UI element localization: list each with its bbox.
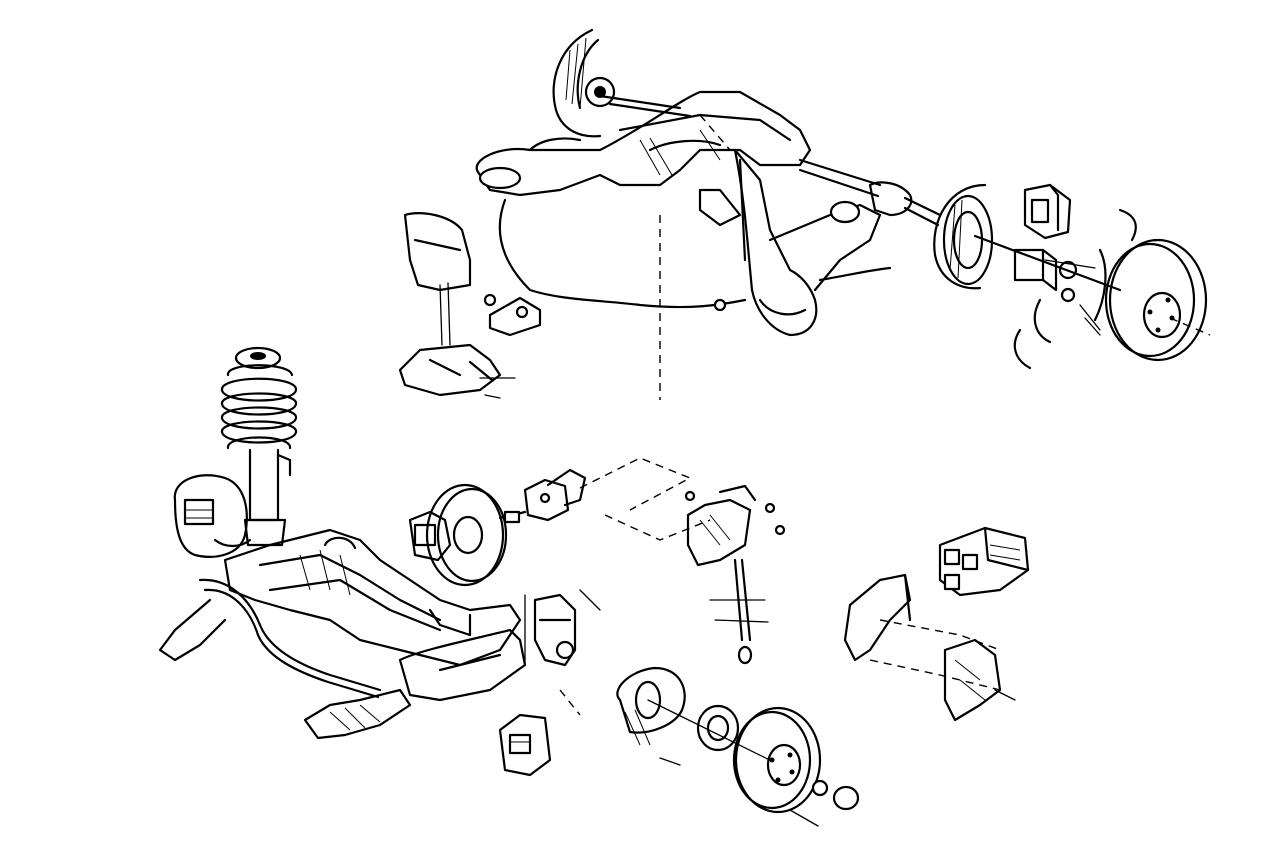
front-subframe bbox=[223, 528, 522, 667]
booster-guide-line bbox=[579, 457, 692, 511]
brake-booster-assembly bbox=[408, 457, 711, 587]
abs-lower-bracket bbox=[943, 638, 1016, 722]
parking-brake-lever-bracket bbox=[403, 212, 472, 346]
rear-crossmember bbox=[475, 90, 812, 227]
booster-bracket bbox=[523, 468, 587, 522]
abs-modulator bbox=[938, 526, 1030, 597]
rear-axle-shaft bbox=[798, 158, 942, 227]
rear-lower-control-arm bbox=[699, 114, 882, 337]
rear-parking-brake-shoes bbox=[1013, 208, 1137, 370]
master-cylinder bbox=[408, 510, 452, 562]
rear-suspension-assembly bbox=[398, 28, 1211, 400]
front-strut-spring bbox=[220, 346, 298, 547]
front-brake-caliper bbox=[498, 713, 552, 777]
rear-left-backing-plate bbox=[552, 28, 616, 138]
front-dust-shield bbox=[616, 666, 686, 746]
front-splash-shield bbox=[303, 688, 412, 740]
rear-hub-bearing bbox=[973, 234, 1122, 303]
rear-brake-caliper bbox=[1023, 183, 1072, 240]
rear-brake-rotor bbox=[1104, 238, 1211, 362]
booster-pushrod bbox=[498, 510, 527, 524]
brake-booster bbox=[425, 483, 508, 587]
front-left-brake-assembly bbox=[173, 474, 252, 558]
stabilizer-bar bbox=[158, 578, 382, 699]
front-brake-rotor bbox=[732, 706, 822, 814]
front-hub-nut-cap bbox=[659, 757, 860, 827]
booster-guide-line-2 bbox=[604, 514, 711, 541]
abs-modulator-assembly bbox=[843, 526, 1030, 722]
rear-right-backing-plate bbox=[933, 183, 994, 290]
front-lower-control-arm bbox=[398, 628, 527, 702]
steering-knuckle bbox=[524, 589, 601, 667]
cable-guide-bracket bbox=[483, 293, 542, 337]
front-centerline bbox=[559, 689, 581, 716]
front-hub-bearing bbox=[647, 699, 791, 771]
front-suspension-assembly bbox=[158, 346, 860, 827]
pedal-bracket-assembly bbox=[684, 484, 786, 665]
parking-brake-mount bbox=[398, 343, 516, 399]
parking-brake-cable bbox=[498, 198, 892, 312]
abs-mount-bracket bbox=[843, 573, 1001, 691]
